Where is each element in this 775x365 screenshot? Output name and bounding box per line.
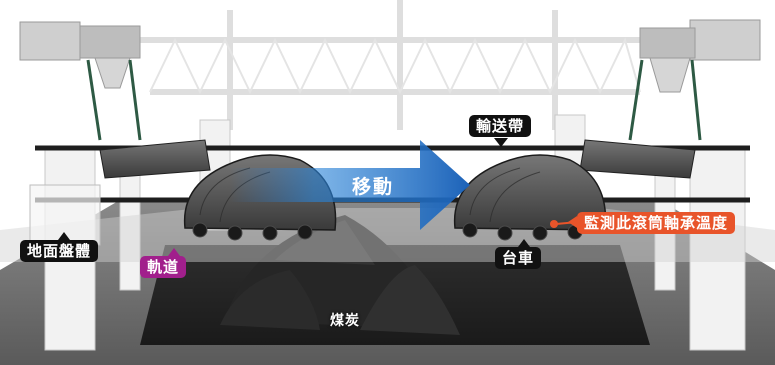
cart-label: 台車 bbox=[495, 247, 542, 269]
right-duct bbox=[639, 19, 761, 93]
track-label: 軌道 bbox=[140, 256, 187, 278]
ground-board-label: 地面盤體 bbox=[20, 240, 99, 262]
ground-board-pointer bbox=[58, 232, 70, 240]
monitor-label: 監測此滾筒軸承溫度 bbox=[577, 212, 736, 234]
move-label: 移動 bbox=[352, 176, 395, 198]
side-conveyors bbox=[99, 139, 696, 179]
left-duct bbox=[19, 21, 141, 89]
move-arrow bbox=[230, 140, 470, 230]
rollers bbox=[192, 222, 583, 241]
coal-label: 煤炭 bbox=[330, 313, 360, 329]
conveyor-label: 輸送帶 bbox=[469, 115, 532, 137]
overhead-truss bbox=[120, 0, 660, 130]
cart-pointer bbox=[518, 239, 530, 247]
coal-piles bbox=[220, 215, 460, 335]
conveyor-pointer bbox=[494, 138, 508, 147]
track-pointer bbox=[168, 248, 180, 256]
monitor-pointer bbox=[568, 216, 577, 228]
